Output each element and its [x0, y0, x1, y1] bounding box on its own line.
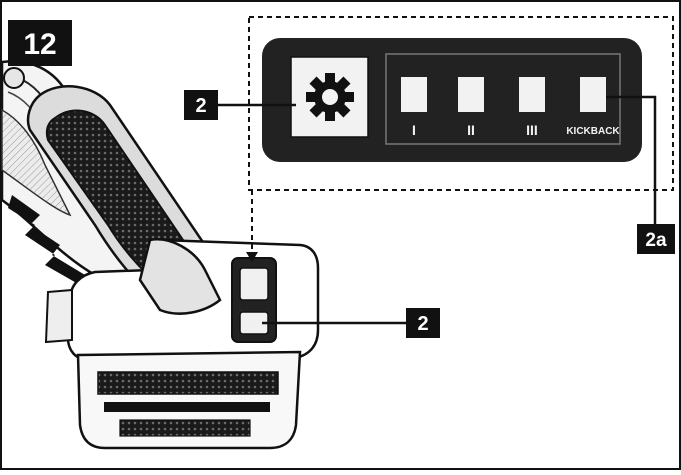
battery-mode-leds	[239, 267, 269, 301]
mode-label-kickback: KICKBACK	[566, 126, 620, 137]
zoom-outline	[248, 16, 674, 191]
gear-icon	[306, 73, 354, 121]
battery-side-tab	[44, 288, 73, 344]
tool-nub	[3, 67, 25, 89]
mode-label-1: I	[412, 122, 416, 138]
callout-2-bottom-badge	[406, 308, 440, 338]
control-panel-zoom: I II III KICKBACK	[262, 38, 642, 162]
mode-label-2: II	[467, 122, 475, 138]
callout-2-bottom: 2	[417, 313, 428, 335]
battery-vents-bottom	[119, 419, 251, 437]
handle-joint	[138, 238, 222, 315]
housing-texture	[1, 108, 72, 217]
callout-2a-badge	[637, 224, 675, 254]
mode-led-kickback	[580, 77, 606, 112]
callout-2-top-badge	[184, 90, 218, 120]
mode-indicator-frame	[385, 53, 621, 145]
mode-led-2	[458, 77, 484, 112]
mode-led-1	[401, 77, 427, 112]
callout-2a: 2a	[645, 230, 667, 251]
settings-button	[290, 56, 369, 138]
figure-number: 12	[23, 28, 56, 61]
callout-2a-leader	[606, 95, 657, 225]
battery-vents-top	[97, 371, 279, 395]
mode-label-3: III	[526, 122, 538, 138]
mode-led-3	[519, 77, 545, 112]
figure-number-badge	[8, 20, 72, 66]
callout-2-top: 2	[195, 95, 206, 117]
device-illustration	[0, 60, 320, 450]
battery-vents-middle	[104, 402, 270, 412]
zoom-leader-arrow	[246, 252, 258, 262]
